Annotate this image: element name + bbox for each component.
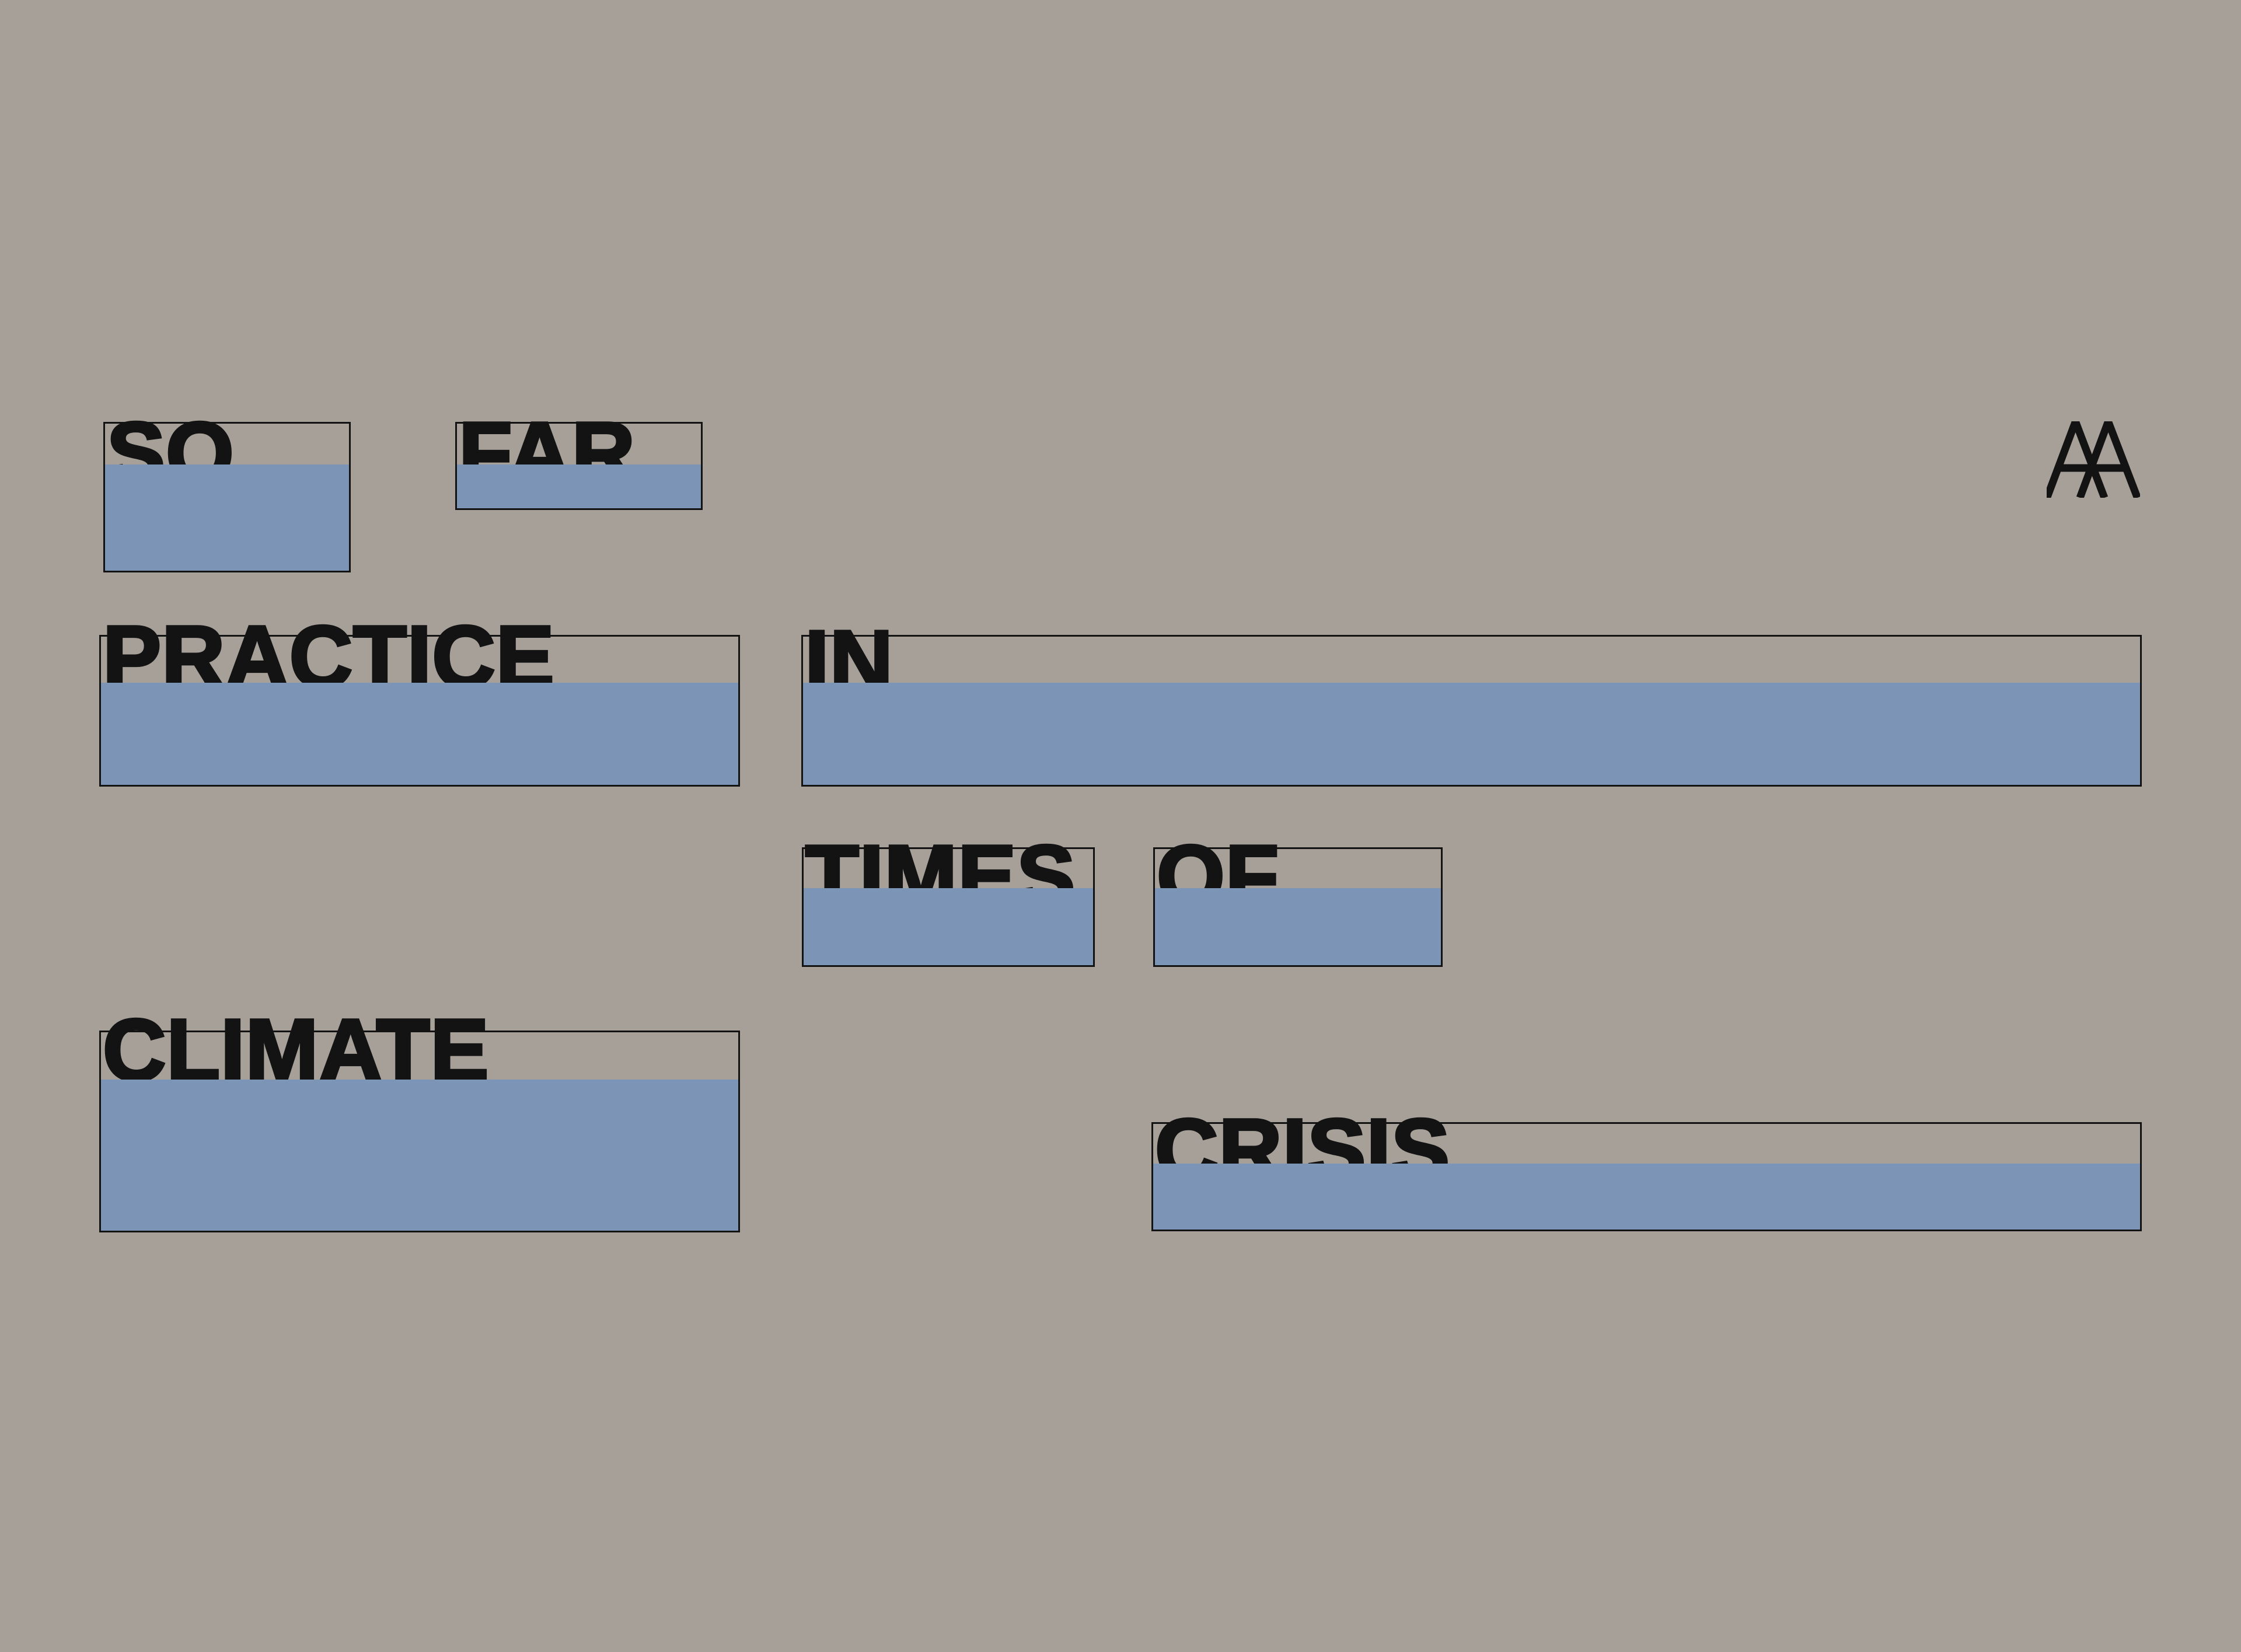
word-box-practice: PRACTICE (99, 612, 740, 787)
blue-fill (103, 464, 351, 572)
blue-fill (1151, 1164, 2142, 1231)
blue-fill (99, 1080, 740, 1232)
aa-monogram-logo[interactable] (2047, 421, 2140, 498)
word-box-of: OF (1153, 831, 1443, 967)
word-box-crisis: CRISIS (1151, 1105, 2142, 1231)
blue-fill (455, 464, 703, 510)
aa-logo-icon (2047, 421, 2140, 498)
word-box-in: IN (801, 616, 2142, 787)
word-box-times: TIMES (802, 831, 1095, 967)
blue-fill (802, 888, 1095, 967)
word-box-far: FAR (455, 408, 703, 510)
blue-fill (1153, 888, 1443, 967)
blue-fill (801, 683, 2142, 787)
word-box-so: SO (103, 408, 351, 572)
word-box-climate: CLIMATE (99, 1005, 740, 1232)
blue-fill (99, 683, 740, 787)
